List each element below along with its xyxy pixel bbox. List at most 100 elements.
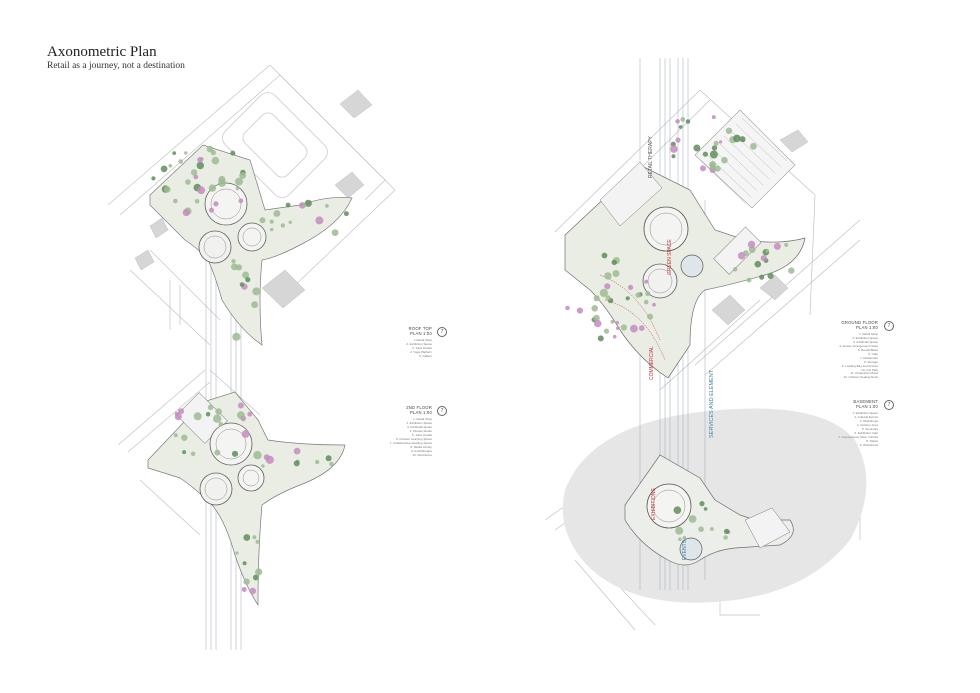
tree-icon — [252, 535, 257, 540]
blossom-tree-icon — [238, 198, 244, 204]
blossom-tree-icon — [737, 252, 746, 260]
legend-item: 6. Exhibition Cafe — [854, 430, 878, 435]
tree-icon — [178, 159, 183, 164]
blossom-tree-icon — [315, 216, 324, 225]
tree-icon — [599, 288, 609, 298]
tree-icon — [723, 528, 730, 535]
tree-icon — [251, 301, 258, 309]
legend-item: 3. Workshops — [859, 419, 878, 424]
sheet-subtitle: Retail as a journey, not a destination — [47, 61, 185, 71]
tree-icon — [190, 169, 198, 176]
blossom-tree-icon — [177, 408, 185, 415]
tree-icon — [620, 324, 628, 331]
tree-icon — [190, 451, 196, 456]
blossom-tree-icon — [241, 430, 250, 438]
tree-icon — [239, 282, 245, 287]
tree-icon — [784, 242, 789, 247]
tree-icon — [253, 451, 262, 460]
tree-icon — [185, 179, 191, 185]
legend-item: 4. Yoga Platform — [409, 350, 432, 355]
tree-icon — [231, 259, 236, 264]
right-context-buildings — [711, 129, 809, 326]
tree-icon — [325, 455, 332, 462]
tree-icon — [259, 217, 266, 224]
ground-floor-plan-number: 7 — [884, 321, 894, 331]
annotation-events: EVENTS — [682, 539, 688, 560]
basement-plan-heading-1: BASEMENT — [853, 399, 878, 404]
tree-icon — [788, 267, 795, 274]
tree-icon — [315, 459, 320, 465]
tree-icon — [702, 151, 709, 157]
blossom-tree-icon — [241, 587, 247, 592]
legend-item: 9. Loading Bay and Access — [841, 363, 878, 368]
legend-item: 7. Restaurant — [859, 355, 878, 360]
blossom-tree-icon — [182, 209, 190, 217]
tree-icon — [682, 536, 687, 540]
blossom-tree-icon — [670, 145, 678, 153]
annotation-green-space: GREEN SPACE — [667, 239, 673, 275]
basement-plan-number: 7 — [884, 400, 894, 410]
blossom-tree-icon — [265, 455, 274, 464]
tree-icon — [245, 277, 251, 283]
second-floor-plan-number: 7 — [437, 406, 447, 416]
blossom-tree-icon — [628, 284, 634, 290]
parking-row-line — [741, 117, 788, 162]
tree-icon — [767, 272, 774, 279]
tree-icon — [151, 176, 156, 181]
blossom-tree-icon — [700, 165, 706, 172]
roof-top-plan-heading-2: PLAN 1:00 — [409, 331, 432, 337]
roof-top-plan-number: 7 — [437, 327, 447, 337]
tree-icon — [173, 433, 178, 438]
blossom-tree-icon — [197, 186, 206, 195]
legend-item: 1.Retail Shop — [413, 338, 432, 343]
tree-icon — [184, 151, 188, 155]
tree-icon — [680, 117, 686, 122]
tree-icon — [280, 223, 286, 228]
tree-icon — [604, 272, 612, 280]
second-floor-trees — [173, 402, 334, 595]
tree-icon — [597, 335, 604, 342]
legend-item: 9. Workshops — [859, 442, 878, 447]
tree-icon — [285, 202, 291, 208]
legend-item: 2. Cultural Events — [854, 415, 878, 420]
legend-item: 10. Car Park — [861, 367, 878, 372]
parking-row-line — [705, 153, 752, 198]
legend-item: 2. Exhibition Space — [406, 342, 432, 347]
tree-icon — [714, 165, 721, 172]
tree-icon — [733, 267, 738, 272]
roof-top-trees — [151, 145, 349, 341]
tree-icon — [678, 537, 682, 541]
blossom-tree-icon — [174, 413, 182, 421]
legend-item: 1. Exhibition Space — [852, 411, 878, 416]
tree-icon — [643, 299, 649, 305]
tree-icon — [304, 199, 312, 207]
legend-item: 5. Juice Kiosks — [411, 433, 432, 438]
blossom-tree-icon — [615, 321, 619, 325]
tree-icon — [723, 535, 728, 540]
tree-icon — [647, 313, 654, 320]
tree-icon — [688, 515, 697, 523]
blossom-tree-icon — [213, 201, 219, 207]
legend-item: 1. Retail Shop — [413, 417, 432, 422]
tree-icon — [703, 507, 708, 511]
blossom-tree-icon — [604, 283, 611, 290]
tree-icon — [765, 248, 769, 253]
tree-icon — [645, 291, 651, 297]
legend-item: 3. Art/Retail Space — [853, 340, 878, 345]
basement-plan — [624, 454, 794, 566]
tree-icon — [746, 277, 752, 283]
legend-item: 1. Retail Shop — [859, 332, 878, 337]
tree-icon — [164, 186, 171, 193]
blossom-tree-icon — [644, 279, 649, 284]
tree-icon — [610, 319, 615, 324]
tree-icon — [214, 449, 221, 456]
blossom-tree-icon — [249, 587, 256, 595]
legend-item: 5. Seminars — [861, 427, 878, 432]
tree-icon — [593, 295, 600, 302]
blossom-tree-icon — [747, 240, 756, 249]
ground-floor-plan — [564, 161, 806, 379]
